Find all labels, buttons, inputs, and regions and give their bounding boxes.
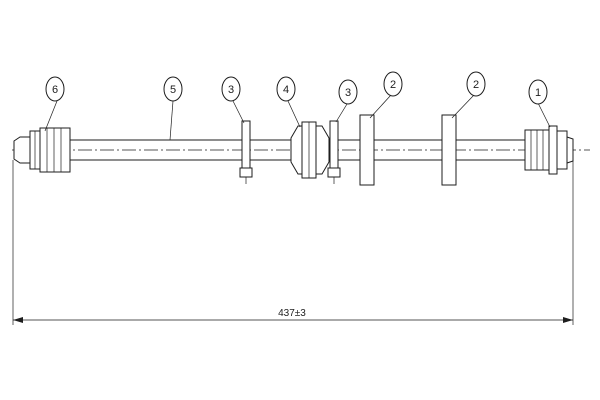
svg-text:3: 3 bbox=[345, 87, 351, 99]
svg-text:5: 5 bbox=[170, 84, 176, 96]
callout-1: 1 bbox=[528, 79, 548, 105]
length-dimension: 437±3 bbox=[12, 160, 574, 325]
right-end-fitting bbox=[524, 125, 574, 175]
svg-text:3: 3 bbox=[228, 84, 234, 96]
svg-text:4: 4 bbox=[283, 84, 289, 96]
grommet-4 bbox=[290, 121, 330, 179]
block-2-left bbox=[359, 114, 375, 186]
clip-3-right bbox=[327, 120, 341, 184]
clip-3-left bbox=[239, 120, 253, 184]
callout-4: 4 bbox=[276, 76, 296, 102]
callout-3-left: 3 bbox=[221, 76, 241, 102]
callout-2-right: 2 bbox=[466, 71, 486, 97]
block-2-right bbox=[441, 114, 457, 186]
dimension-label: 437±3 bbox=[278, 308, 306, 319]
callout-leaders bbox=[44, 94, 551, 141]
svg-text:1: 1 bbox=[535, 87, 541, 99]
callout-3-right: 3 bbox=[338, 79, 358, 105]
svg-text:2: 2 bbox=[473, 79, 479, 91]
left-end-fitting bbox=[13, 127, 71, 173]
callout-5: 5 bbox=[163, 76, 183, 102]
svg-text:2: 2 bbox=[390, 79, 396, 91]
callout-6: 6 bbox=[45, 76, 65, 102]
callout-2-left: 2 bbox=[383, 71, 403, 97]
svg-text:6: 6 bbox=[52, 84, 58, 96]
